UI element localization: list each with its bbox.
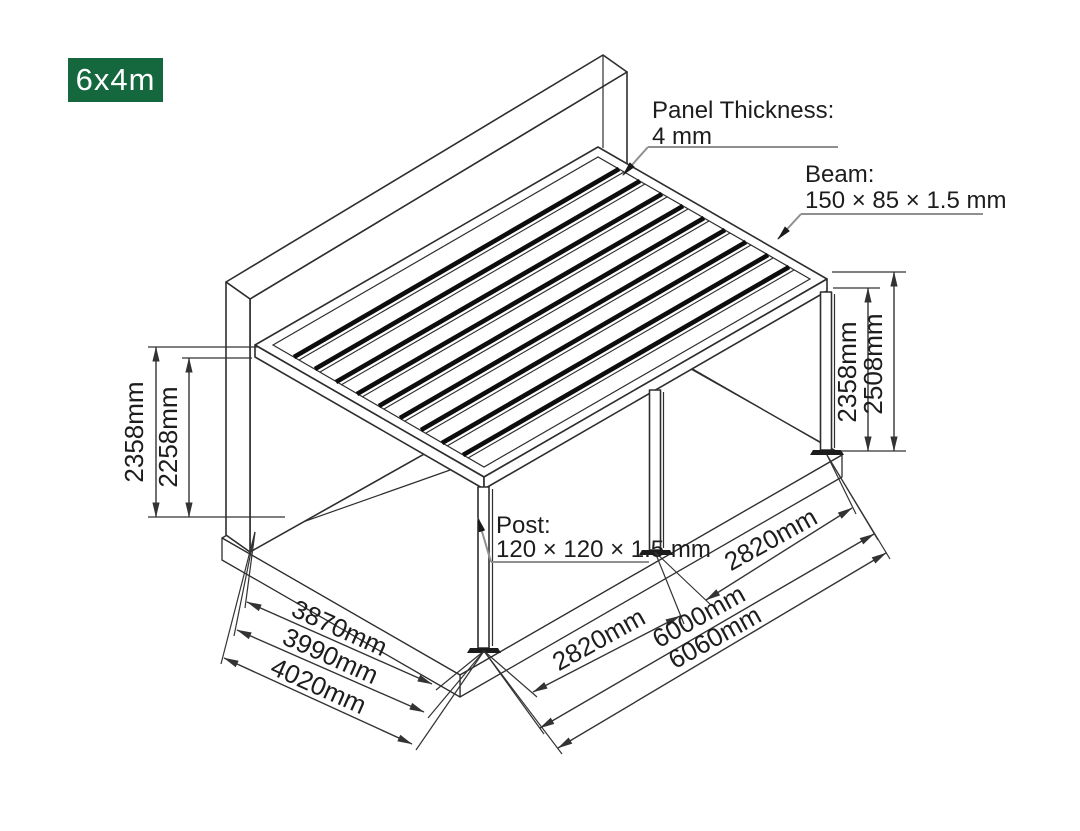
post-front-left: [467, 486, 501, 653]
beam-value: 150 × 85 × 1.5 mm: [805, 187, 1006, 214]
dim-label-height-right-inner: 2358mm: [832, 321, 862, 422]
callout-panel-thickness: Panel Thickness: 4 mm: [622, 97, 838, 176]
dim-label-height-left-outer: 2358mm: [119, 381, 149, 482]
roof-panels: [292, 167, 795, 459]
size-badge: 6x4m: [68, 58, 163, 102]
post-value: 120 × 120 × 1.5 mm: [496, 536, 711, 563]
dim-label-height-right-outer: 2508mm: [858, 313, 888, 414]
callout-post: Post: 120 × 120 × 1.5 mm: [477, 512, 711, 563]
panel-thickness-title: Panel Thickness:: [652, 97, 834, 124]
roof: [254, 146, 828, 490]
posts: [467, 291, 844, 653]
dimension-height-left: 2358mm 2258mm: [119, 346, 285, 518]
beam-title: Beam:: [805, 161, 874, 188]
post-title: Post:: [496, 512, 551, 539]
dimension-height-right: 2358mm 2508mm: [832, 271, 906, 452]
post-front-right: [810, 291, 844, 455]
callout-beam: Beam: 150 × 85 × 1.5 mm: [777, 161, 1006, 240]
dim-label-height-left-inner: 2258mm: [153, 386, 183, 487]
panel-thickness-value: 4 mm: [652, 123, 712, 150]
